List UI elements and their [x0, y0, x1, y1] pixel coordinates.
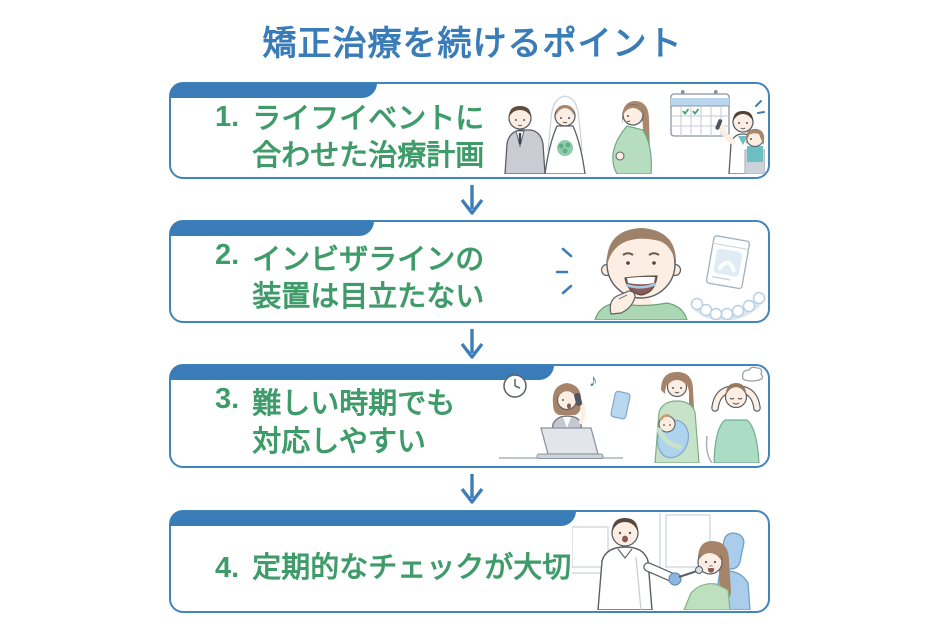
box2-header-tab [170, 221, 374, 236]
box3-line2: 対応しやすい [252, 425, 426, 458]
box2-line1: インビザラインの [252, 243, 485, 276]
box4-header-tab [170, 511, 576, 526]
clear-aligner-illustration [555, 228, 766, 320]
point-box-1: 1. ライフイベントに 合わせた治療計画 [169, 82, 770, 179]
down-arrow-icon [457, 184, 487, 216]
box1-line2: 合わせた治療計画 [252, 140, 485, 172]
busy-times-illustration: ♪ [499, 366, 764, 463]
box4-text: 4. 定期的なチェックが大切 [215, 526, 571, 611]
point-box-3: 3. 難しい時期でも 対応しやすい ♪ [169, 364, 770, 468]
page-title: 矯正治療を続けるポイント [262, 25, 683, 63]
point-box-4: 4. 定期的なチェックが大切 [169, 510, 770, 613]
box2-text: 2. インビザラインの 装置は目立たない [215, 237, 484, 321]
box4-illustration-frame [572, 513, 767, 610]
box4-line1: 定期的なチェックが大切 [252, 551, 572, 584]
box3-header-tab [170, 365, 554, 380]
box1-line1: ライフイベントに [252, 102, 485, 135]
svg-text:♪: ♪ [589, 371, 598, 390]
box1-text: 1. ライフイベントに 合わせた治療計画 [215, 99, 484, 177]
point-box-2: 2. インビザラインの 装置は目立たない [169, 220, 770, 323]
box3-number: 3. [215, 383, 240, 415]
box2-number: 2. [215, 239, 240, 271]
dental-checkup-illustration [572, 513, 751, 610]
box1-header-tab [170, 83, 377, 98]
box2-line2: 装置は目立たない [252, 281, 485, 313]
life-events-illustration [504, 90, 765, 174]
box3-text: 3. 難しい時期でも 対応しやすい [215, 381, 455, 466]
box3-line1: 難しい時期でも [252, 388, 456, 421]
down-arrow-icon [457, 328, 487, 360]
box1-number: 1. [215, 101, 240, 133]
box4-number: 4. [215, 551, 240, 584]
down-arrow-icon [457, 473, 487, 505]
